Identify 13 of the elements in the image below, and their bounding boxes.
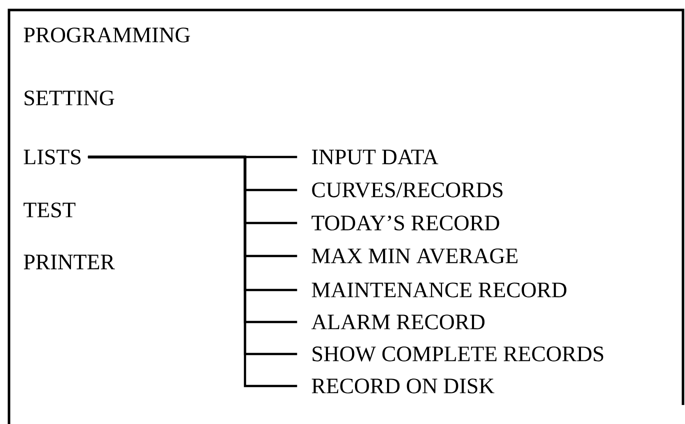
menu-item: SETTING (24, 90, 114, 106)
menu-item: LISTS (24, 150, 81, 164)
submenu-item: SHOW COMPLETE RECORDS (312, 346, 604, 362)
submenu-item: MAX MIN AVERAGE (312, 248, 518, 264)
submenu-item: RECORD ON DISK (312, 378, 494, 394)
menu-item: TEST (24, 202, 76, 218)
submenu-item: TODAY’S RECORD (312, 216, 500, 230)
submenu-item: ALARM RECORD (311, 314, 484, 330)
submenu-item: INPUT DATA (312, 150, 438, 164)
submenu-item: CURVES/RECORDS (312, 182, 502, 198)
menu-item: PRINTER (24, 254, 115, 270)
menu-item: PROGRAMMING (24, 28, 190, 42)
submenu-item: MAINTENANCE RECORD (312, 282, 566, 298)
